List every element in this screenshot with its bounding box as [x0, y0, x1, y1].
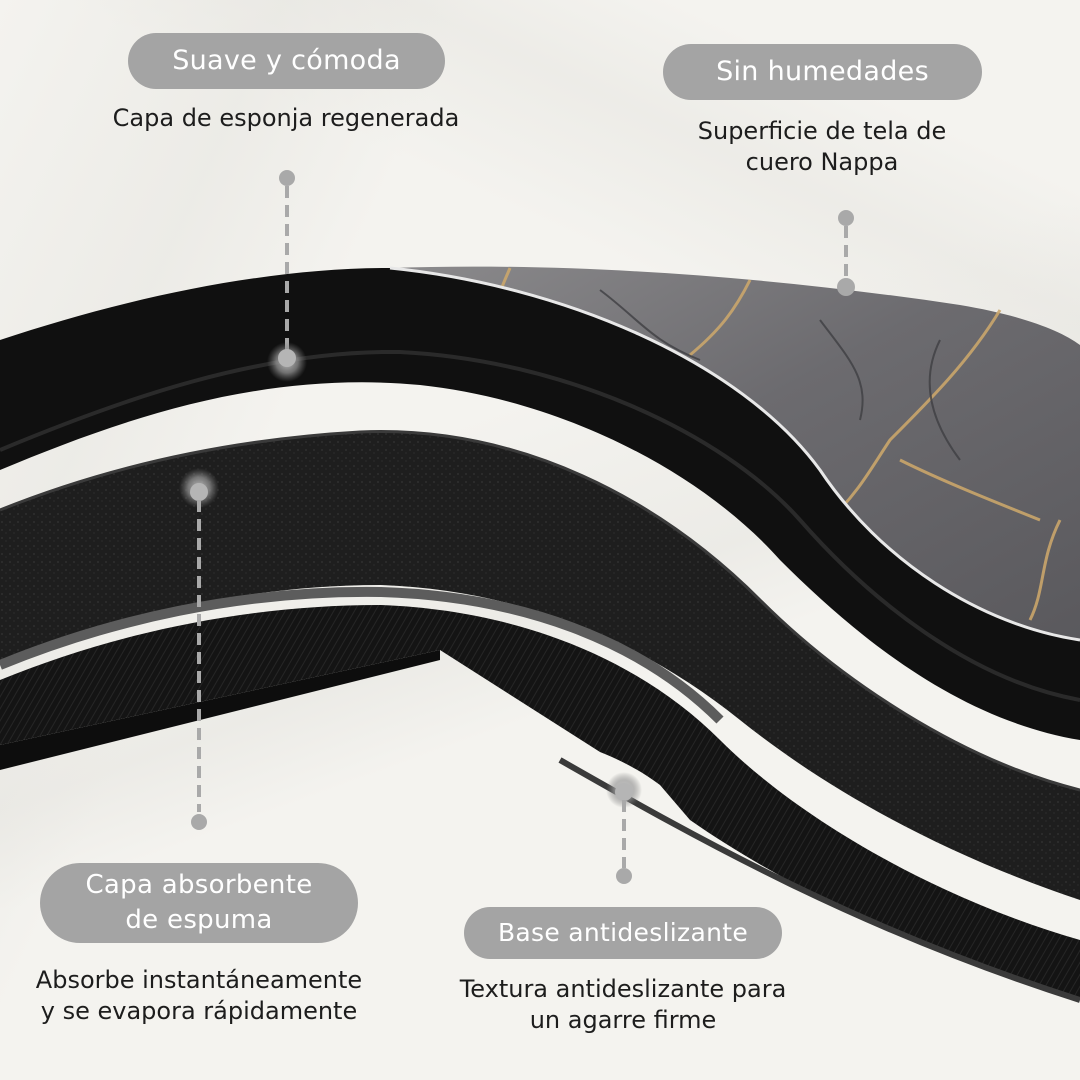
foam-layer	[0, 431, 1080, 900]
callout-title-non-slip-base: Base antideslizante	[464, 907, 782, 959]
callout-desc-soft-comfortable: Capa de esponja regenerada	[112, 104, 460, 132]
base-rim	[0, 586, 724, 724]
callout-title-absorbent-foam: Capa absorbente de espuma	[40, 863, 358, 943]
marble-surface-layer	[390, 266, 1080, 640]
callout-connector-soft	[267, 170, 307, 382]
sponge-layer	[0, 268, 1080, 740]
callout-title-no-moisture: Sin humedades	[663, 44, 982, 100]
callout-connector-foam	[179, 468, 219, 830]
callout-connector-base	[606, 772, 642, 884]
surface-edge-highlight	[389, 266, 1080, 642]
callout-connector-moisture	[837, 210, 855, 296]
callout-desc-non-slip-base: Textura antideslizante para un agarre fi…	[459, 975, 787, 1035]
callout-desc-absorbent-foam: Absorbe instantáneamente y se evapora rá…	[35, 966, 363, 1026]
marble-dark-veins	[599, 289, 961, 461]
callout-title-soft-comfortable: Suave y cómoda	[128, 33, 445, 89]
callout-desc-no-moisture: Superficie de tela de cuero Nappa	[697, 117, 947, 177]
marble-gold-veins	[496, 267, 1062, 621]
